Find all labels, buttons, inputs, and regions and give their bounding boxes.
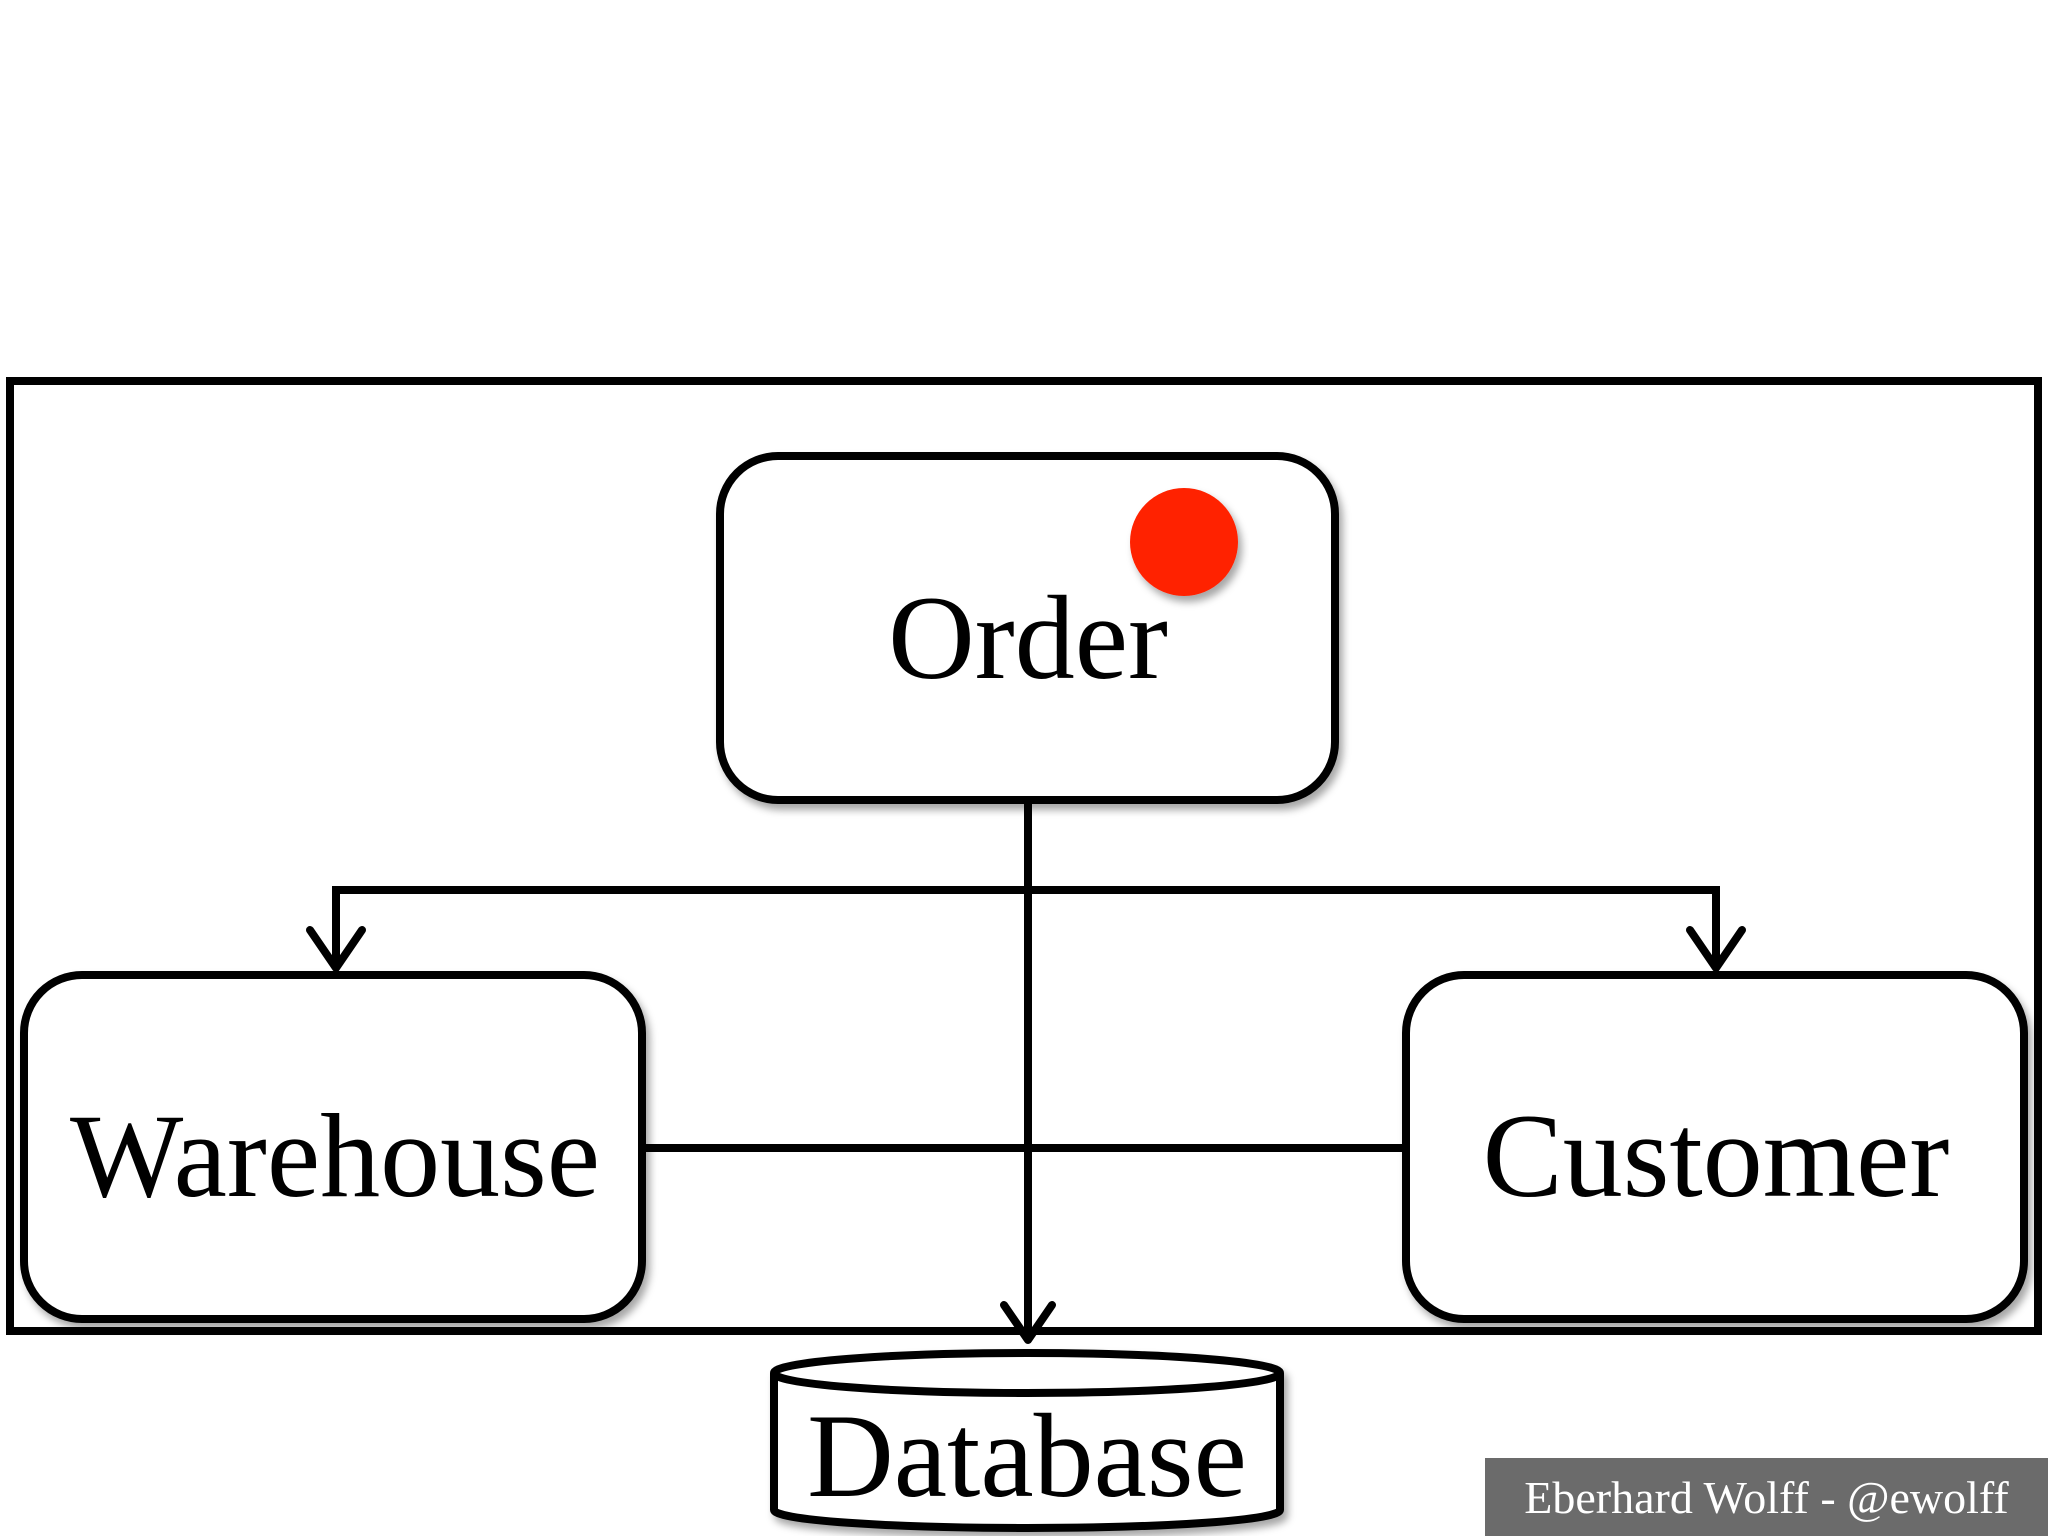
database-node — [770, 1349, 1284, 1532]
warehouse-label: Warehouse — [70, 1089, 600, 1222]
database-label: Database — [807, 1389, 1247, 1522]
warehouse-node — [20, 971, 646, 1323]
database-arrowhead-icon — [1000, 1301, 1056, 1344]
order-label: Order — [888, 571, 1168, 704]
author-credit-text: Eberhard Wolff - @ewolff — [1524, 1471, 2009, 1523]
order-to-customer-arrow — [1028, 886, 1720, 968]
customer-label: Customer — [1483, 1089, 1950, 1222]
order-to-warehouse-arrow — [332, 886, 1028, 968]
warehouse-arrowhead-icon — [306, 926, 366, 972]
author-credit: Eberhard Wolff - @ewolff — [1485, 1458, 2048, 1536]
status-marker-icon — [1130, 488, 1238, 596]
customer-arrowhead-icon — [1686, 926, 1746, 972]
